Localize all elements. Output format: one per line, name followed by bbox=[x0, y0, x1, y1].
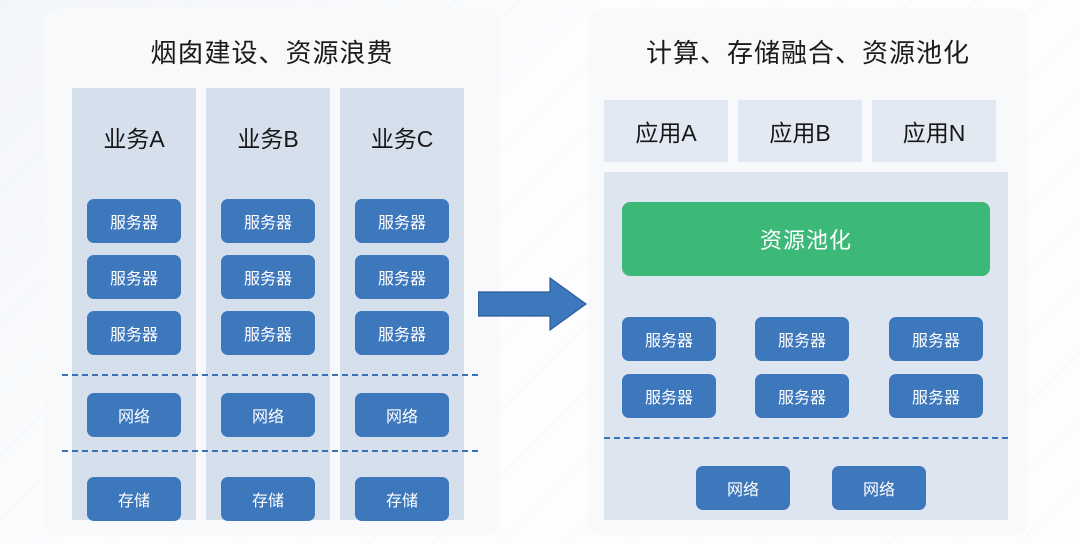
business-column-c-label: 业务C bbox=[370, 126, 434, 152]
left-panel-divider-compute-network bbox=[62, 374, 478, 376]
server-chip: 服务器 bbox=[622, 374, 716, 418]
storage-chip: 存储 bbox=[221, 477, 315, 521]
storage-chip: 存储 bbox=[87, 477, 181, 521]
server-chip: 服务器 bbox=[87, 199, 181, 243]
server-chip: 服务器 bbox=[889, 317, 983, 361]
network-chip: 网络 bbox=[221, 393, 315, 437]
server-chip: 服务器 bbox=[87, 255, 181, 299]
app-box-n: 应用N bbox=[872, 100, 996, 162]
server-chip: 服务器 bbox=[87, 311, 181, 355]
right-panel-divider-compute-network bbox=[604, 437, 1008, 439]
server-chip: 服务器 bbox=[221, 255, 315, 299]
business-column-c: 业务C 服务器 服务器 服务器 网络 存储 bbox=[340, 88, 464, 521]
left-panel-divider-network-storage bbox=[62, 450, 478, 452]
left-panel-title: 烟囱建设、资源浪费 bbox=[150, 38, 394, 68]
server-chip: 服务器 bbox=[355, 255, 449, 299]
server-chip: 服务器 bbox=[355, 311, 449, 355]
server-chip: 服务器 bbox=[622, 317, 716, 361]
server-chip: 服务器 bbox=[889, 374, 983, 418]
app-box-b: 应用B bbox=[738, 100, 862, 162]
right-panel-title: 计算、存储融合、资源池化 bbox=[645, 38, 970, 68]
network-chip: 网络 bbox=[87, 393, 181, 437]
business-column-a-label: 业务A bbox=[103, 126, 165, 152]
resource-pool-bar: 资源池化 bbox=[622, 202, 990, 276]
network-chip: 网络 bbox=[832, 466, 926, 510]
arrow-right-icon bbox=[477, 276, 588, 332]
server-chip: 服务器 bbox=[355, 199, 449, 243]
server-chip: 服务器 bbox=[221, 199, 315, 243]
server-chip: 服务器 bbox=[755, 374, 849, 418]
storage-chip: 存储 bbox=[355, 477, 449, 521]
server-chip: 服务器 bbox=[755, 317, 849, 361]
business-column-a: 业务A 服务器 服务器 服务器 网络 存储 bbox=[72, 88, 196, 521]
network-chip: 网络 bbox=[696, 466, 790, 510]
network-chip: 网络 bbox=[355, 393, 449, 437]
app-box-a: 应用A bbox=[604, 100, 728, 162]
resource-pool-container: 资源池化 服务器 服务器 服务器 服务器 服务器 服务器 网络 网络 bbox=[604, 172, 1008, 520]
business-column-b: 业务B 服务器 服务器 服务器 网络 存储 bbox=[206, 88, 330, 521]
server-chip: 服务器 bbox=[221, 311, 315, 355]
business-column-b-label: 业务B bbox=[237, 126, 299, 152]
